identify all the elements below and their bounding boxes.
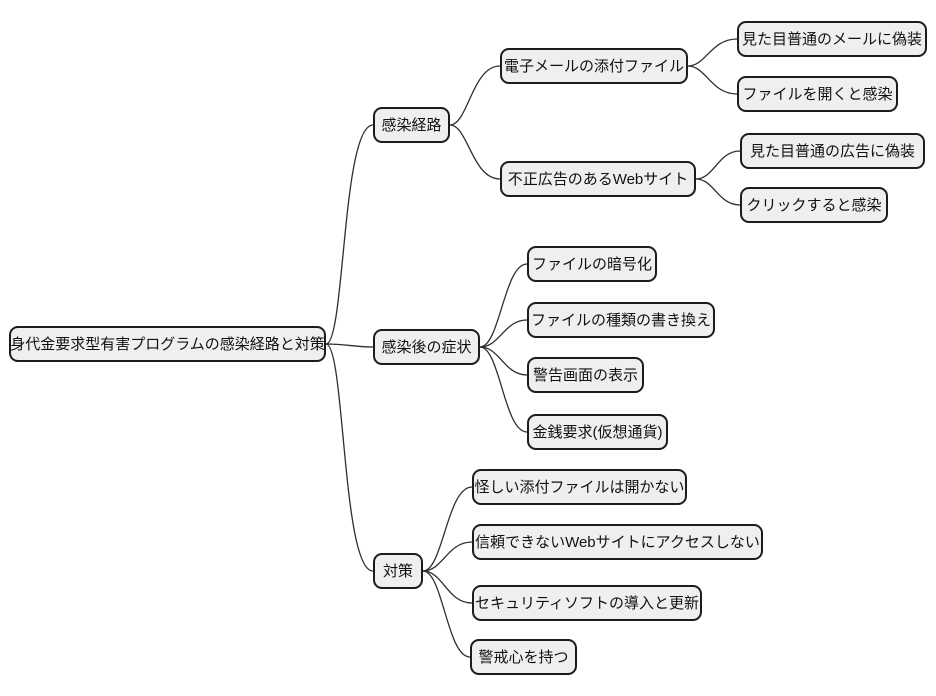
node-malicious-ad-website[interactable]: 不正広告のあるWebサイト	[500, 161, 696, 197]
edge-ad-to-click-infect	[695, 178, 741, 206]
node-disguised-as-normal-ad[interactable]: 見た目普通の広告に偽装	[740, 133, 925, 169]
edge-root-to-symptoms	[325, 343, 374, 348]
edge-counter-to-vigilance	[422, 570, 471, 658]
node-install-update-security-software[interactable]: セキュリティソフトの導入と更新	[472, 585, 702, 621]
edge-routes-to-email	[449, 65, 501, 126]
node-avoid-untrusted-websites[interactable]: 信頼できないWebサイトにアクセスしない	[472, 524, 763, 560]
edge-symptoms-to-rewrite	[479, 319, 528, 348]
node-stay-vigilant[interactable]: 警戒心を持つ	[470, 639, 577, 675]
edge-counter-to-websites	[422, 541, 473, 572]
node-dont-open-suspicious-attachments[interactable]: 怪しい添付ファイルは開かない	[472, 469, 687, 505]
node-warning-screen-display[interactable]: 警告画面の表示	[527, 357, 644, 393]
edge-email-to-open-infect	[687, 65, 738, 95]
node-email-attachment[interactable]: 電子メールの添付ファイル	[500, 48, 688, 84]
node-post-infection-symptoms[interactable]: 感染後の症状	[373, 329, 480, 365]
node-infection-routes[interactable]: 感染経路	[373, 107, 450, 143]
node-infects-when-file-opened[interactable]: ファイルを開くと感染	[737, 76, 898, 112]
edge-ad-to-disguise	[695, 150, 741, 180]
node-countermeasures[interactable]: 対策	[373, 553, 423, 589]
edge-email-to-disguise	[687, 38, 738, 67]
node-root[interactable]: 身代金要求型有害プログラムの感染経路と対策	[9, 326, 326, 362]
edge-symptoms-to-encryption	[479, 263, 528, 348]
node-money-demand-cryptocurrency[interactable]: 金銭要求(仮想通貨)	[527, 414, 668, 450]
edge-routes-to-ad-website	[449, 124, 501, 180]
edge-counter-to-attachments	[422, 486, 473, 572]
node-disguised-as-normal-email[interactable]: 見た目普通のメールに偽装	[737, 21, 927, 57]
edge-symptoms-to-money	[479, 346, 528, 433]
edge-root-to-infection-routes	[325, 124, 374, 345]
edge-root-to-countermeasures	[325, 343, 374, 572]
node-file-type-rewrite[interactable]: ファイルの種類の書き換え	[527, 302, 715, 338]
node-infects-when-clicked[interactable]: クリックすると感染	[740, 187, 888, 223]
edge-counter-to-software	[422, 570, 473, 604]
node-file-encryption[interactable]: ファイルの暗号化	[527, 246, 657, 282]
edge-symptoms-to-warning	[479, 346, 528, 376]
